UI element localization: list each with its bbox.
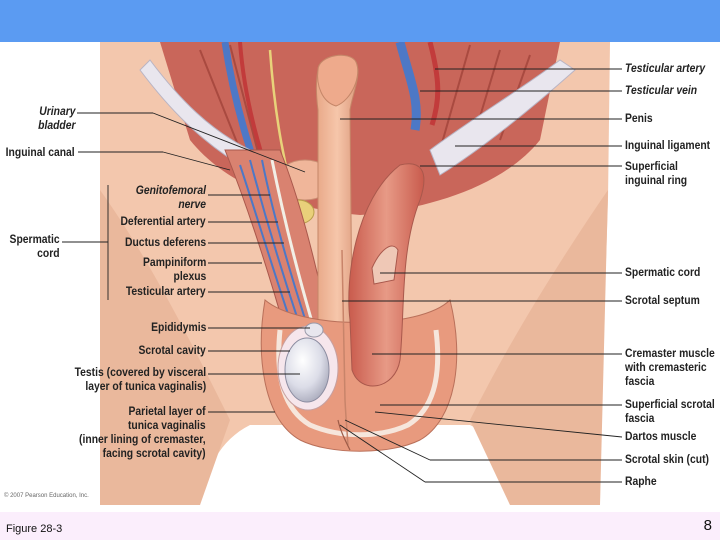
label-testicular-vein: Testicular vein: [625, 85, 698, 97]
label-pampiniform-plexus: Pampiniform plexus: [142, 257, 206, 283]
label-spermatic-cord-left: Spermatic cord: [9, 234, 60, 260]
right-thigh: [470, 190, 608, 505]
ductus-deferens-line: [270, 159, 314, 323]
copyright-notice: © 2007 Pearson Education, Inc.: [4, 493, 89, 499]
label-raphe: Raphe: [625, 476, 657, 488]
label-superficial-scrotal-fascia: Superficial scrotal fascia: [625, 399, 715, 425]
label-dartos-muscle: Dartos muscle: [625, 431, 697, 443]
muscle-fibers: [199, 44, 531, 161]
label-testicular-artery-right: Testicular artery: [625, 63, 706, 75]
label-epididymis: Epididymis: [150, 322, 206, 334]
red-vessel-right: [427, 42, 441, 126]
left-thigh: [100, 190, 230, 505]
top-banner: [0, 0, 720, 42]
label-scrotal-septum: Scrotal septum: [625, 295, 700, 307]
label-inguinal-canal: Inguinal canal: [5, 147, 75, 159]
label-ductus-deferens: Ductus deferens: [124, 237, 206, 249]
label-deferential-artery: Deferential artery: [120, 216, 206, 228]
footer-bar: [0, 512, 720, 540]
label-genitofemoral-nerve: Genitofemoral nerve: [135, 185, 206, 211]
label-urinary-bladder: Urinary bladder: [38, 106, 76, 132]
label-penis: Penis: [625, 113, 653, 125]
anatomy-illustration: [62, 42, 623, 505]
glans: [317, 54, 359, 107]
raphe-line: [337, 419, 351, 451]
pampiniform-veins: [239, 159, 307, 323]
label-testicular-artery-left: Testicular artery: [126, 286, 206, 298]
label-superficial-inguinal-ring: Superficial inguinal ring: [625, 161, 688, 187]
label-parietal-layer: Parietal layer of tunica vaginalis (inne…: [79, 406, 206, 460]
figure-caption: Figure 28-3: [6, 523, 63, 535]
leader-lines: [62, 68, 623, 483]
label-inguinal-ligament: Inguinal ligament: [625, 140, 711, 152]
epididymis-shape: [304, 322, 324, 338]
label-spermatic-cord-right: Spermatic cord: [625, 267, 701, 279]
label-testis: Testis (covered by visceral layer of tun…: [74, 367, 206, 393]
right-spermatic-cord: [371, 245, 399, 285]
label-cremaster-muscle: Cremaster muscle with cremasteric fascia: [625, 348, 715, 388]
label-scrotal-skin: Scrotal skin (cut): [625, 454, 709, 466]
label-scrotal-cavity: Scrotal cavity: [138, 345, 206, 357]
septum-line: [341, 249, 349, 446]
testis-shape: [284, 337, 330, 403]
slide-number: 8: [703, 517, 712, 534]
blue-vessel-right: [395, 42, 421, 131]
